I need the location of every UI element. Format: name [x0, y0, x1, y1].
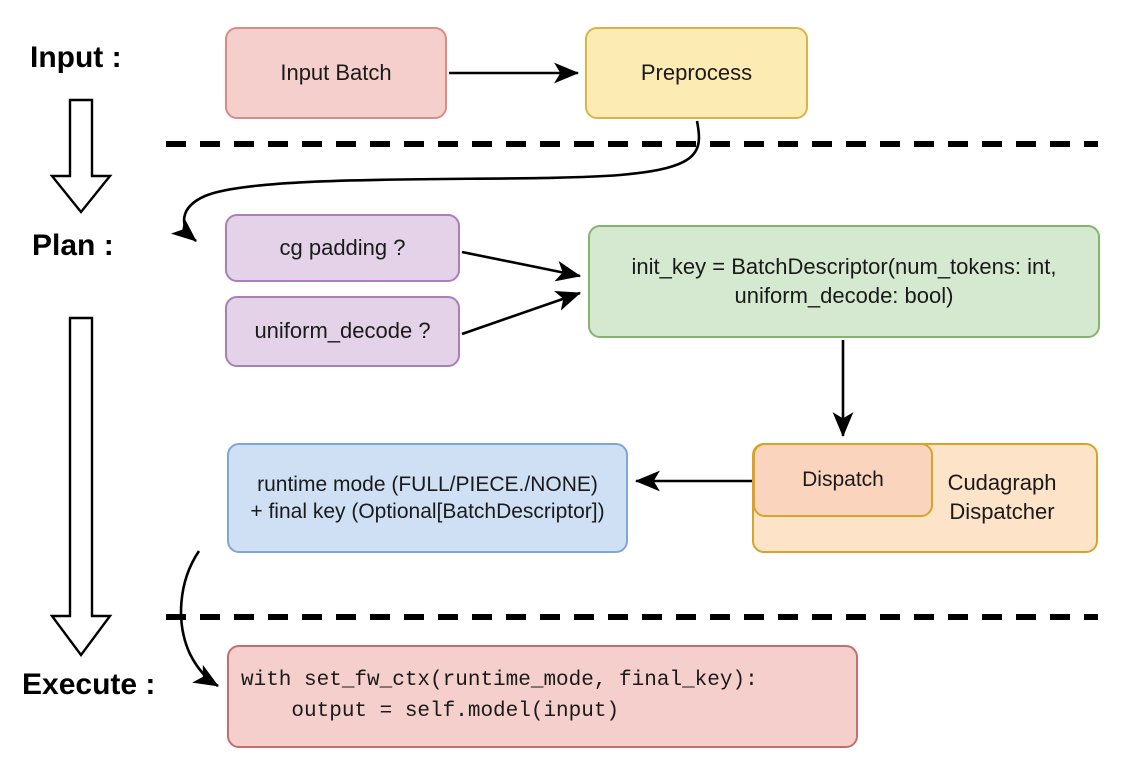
- node-exec-code[interactable]: with set_fw_ctx(runtime_mode, final_key)…: [227, 645, 858, 748]
- edge-runtime-mode-to-exec-code: [179, 550, 219, 688]
- stage-label-plan: Plan :: [32, 229, 114, 262]
- plan-to-execute-arrow: [49, 316, 113, 658]
- input-to-plan-arrow: [49, 98, 113, 214]
- node-exec-code-line1: with set_fw_ctx(runtime_mode, final_key)…: [241, 669, 758, 693]
- node-input-batch[interactable]: Input Batch: [225, 27, 447, 119]
- node-preprocess[interactable]: Preprocess: [585, 27, 808, 119]
- node-dispatch[interactable]: Dispatch: [753, 443, 933, 517]
- node-init-key[interactable]: init_key = BatchDescriptor(num_tokens: i…: [588, 225, 1100, 338]
- stage-label-execute: Execute :: [22, 668, 156, 701]
- node-uniform-decode[interactable]: uniform_decode ?: [225, 296, 460, 367]
- edge-cg-padding-to-init-key: [461, 250, 582, 282]
- node-cudagraph-dispatcher-line2: Dispatcher: [949, 499, 1055, 524]
- node-cudagraph-dispatcher-line1: Cudagraph: [947, 470, 1057, 496]
- node-cg-padding[interactable]: cg padding ?: [225, 214, 460, 282]
- stage-label-input: Input :: [30, 41, 122, 74]
- node-runtime-mode[interactable]: runtime mode (FULL/PIECE./NONE) + final …: [227, 443, 628, 553]
- node-runtime-mode-line1: runtime mode (FULL/PIECE./NONE): [257, 472, 598, 496]
- node-init-key-line2: uniform_decode: bool): [734, 282, 954, 308]
- node-init-key-line1: init_key = BatchDescriptor(num_tokens: i…: [631, 253, 1057, 279]
- node-runtime-mode-line2: + final key (Optional[BatchDescriptor]): [250, 500, 605, 523]
- node-exec-code-line2: output = self.model(input): [241, 699, 620, 723]
- edge-uniform-decode-to-init-key: [461, 291, 581, 336]
